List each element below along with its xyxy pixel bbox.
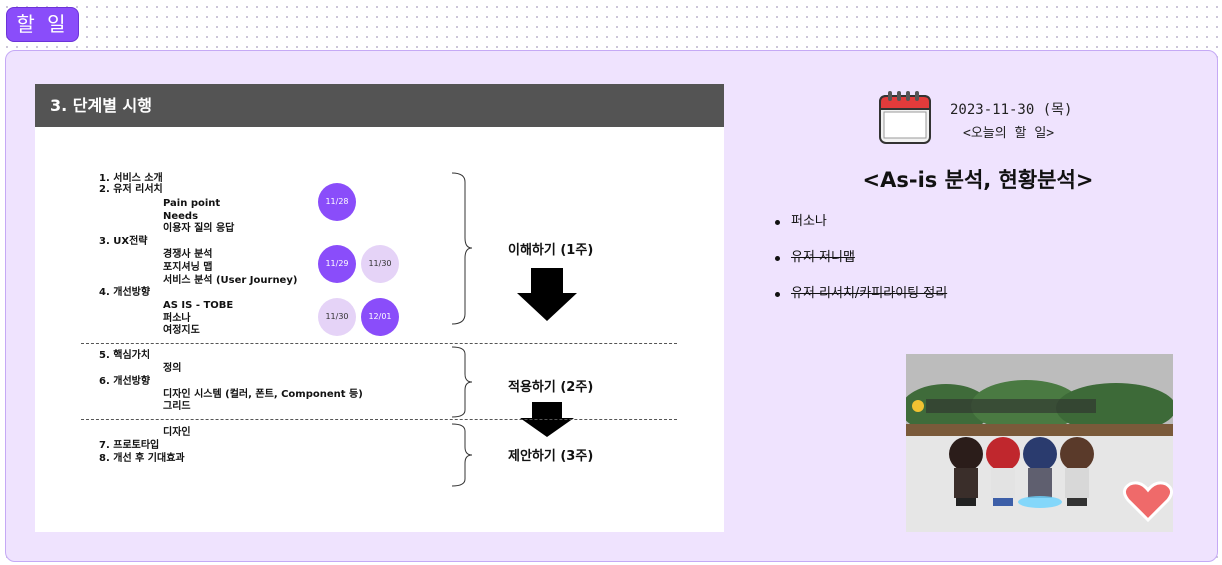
slide-item: 경쟁사 분석 — [163, 249, 213, 260]
list-item: 유저 저니맵 — [775, 248, 947, 284]
slide-item: 디자인 — [163, 427, 191, 438]
date-circle: 11/28 — [318, 183, 356, 221]
date-circle: 11/29 — [318, 245, 356, 283]
slide-item: 포지셔닝 맵 — [163, 262, 213, 273]
brace-icon — [451, 346, 473, 418]
slide-item: 디자인 시스템 (컬러, 폰트, Component 등) — [163, 389, 363, 400]
game-screenshot-image — [906, 354, 1173, 532]
todo-subtitle: <오늘의 할 일> — [963, 126, 1055, 141]
todo-tag: 할 일 — [6, 7, 79, 42]
heart-icon — [1123, 481, 1173, 523]
slide-item: 여정지도 — [163, 325, 200, 336]
slide-item: 1. 서비스 소개 — [99, 173, 163, 184]
schedule-slide: 3. 단계별 시행 1. 서비스 소개 2. 유저 리서치 Pain point… — [35, 84, 724, 532]
slide-item: 5. 핵심가치 — [99, 350, 151, 361]
date-circle: 12/01 — [361, 298, 399, 336]
date-circle: 11/30 — [318, 298, 356, 336]
brace-icon — [451, 172, 473, 325]
down-arrow-icon — [517, 268, 577, 321]
slide-item: 4. 개선방향 — [99, 287, 151, 298]
slide-item: 이용자 질의 응답 — [163, 223, 235, 234]
down-arrow-icon — [520, 402, 574, 437]
slide-item: 2. 유저 리서치 — [99, 184, 163, 195]
slide-item: 8. 개선 후 기대효과 — [99, 453, 185, 464]
slide-item: 3. UX전략 — [99, 236, 148, 247]
list-item: 퍼소나 — [775, 212, 947, 248]
slide-item: 그리드 — [163, 401, 191, 412]
slide-item: 6. 개선방향 — [99, 376, 151, 387]
section-divider — [81, 343, 677, 344]
phase-apply: 적용하기 (2주) — [508, 380, 594, 395]
todo-list: 퍼소나 유저 저니맵 유저 리서치/카피라이팅 정리 — [775, 212, 947, 320]
slide-item: 서비스 분석 (User Journey) — [163, 275, 298, 286]
brace-icon — [451, 423, 473, 487]
date-circle: 11/30 — [361, 245, 399, 283]
slide-item: Needs — [163, 211, 199, 222]
calendar-icon — [879, 91, 931, 144]
slide-title: 3. 단계별 시행 — [35, 84, 724, 127]
list-item: 유저 리서치/카피라이팅 정리 — [775, 284, 947, 320]
section-divider — [81, 419, 677, 420]
slide-item: 7. 프로토타입 — [99, 440, 160, 451]
slide-item: AS IS - TOBE — [163, 300, 234, 311]
slide-item: Pain point — [163, 198, 221, 209]
slide-item: 퍼소나 — [163, 313, 191, 324]
todo-headline: <As-is 분석, 현황분석> — [862, 168, 1094, 192]
slide-item: 정의 — [163, 363, 182, 374]
todo-date: 2023-11-30 (목) — [950, 102, 1073, 118]
phase-propose: 제안하기 (3주) — [508, 449, 594, 464]
phase-understand: 이해하기 (1주) — [508, 243, 594, 258]
